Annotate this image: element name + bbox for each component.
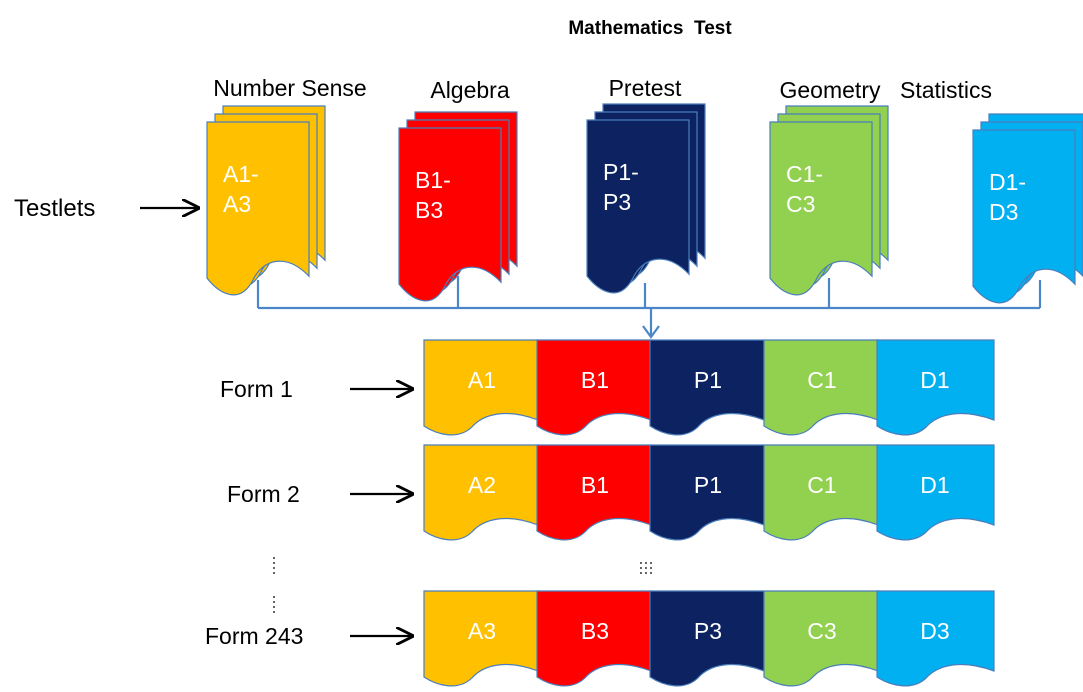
- connector-tree: [256, 276, 1042, 339]
- form-cell: [876, 339, 995, 436]
- form-cell: [763, 339, 879, 436]
- testlet-page: [972, 129, 1076, 304]
- category-algebra: Algebra: [430, 77, 509, 103]
- form-cell-label: B1: [581, 367, 609, 393]
- testlet-page: [586, 119, 690, 294]
- form-cell: [536, 339, 652, 436]
- form-cell-label: P1: [694, 472, 722, 498]
- form-cell-label: D3: [920, 618, 949, 644]
- form-cell-label: A2: [468, 472, 496, 498]
- form-cell-label: A3: [468, 618, 496, 644]
- form-cell: [876, 444, 995, 541]
- form-cell: [876, 590, 995, 687]
- form-label: Form 2: [227, 481, 300, 507]
- form-cell: [536, 444, 652, 541]
- form-cell: [649, 444, 765, 541]
- form-cell: [423, 339, 539, 436]
- form-cell-label: D1: [920, 472, 949, 498]
- form-cell: [536, 590, 652, 687]
- ellipsis-dots: [273, 557, 652, 613]
- category-geometry: Geometry: [780, 77, 881, 103]
- form-cell-label: P3: [694, 618, 722, 644]
- form-cell: [423, 590, 539, 687]
- form-cell-label: B3: [581, 618, 609, 644]
- testlet-label-line2: C3: [786, 191, 815, 217]
- form-cell-label: P1: [694, 367, 722, 393]
- diagram-title: Mathematics Test: [568, 18, 732, 39]
- form-cell: [423, 444, 539, 541]
- testlet-label-line1: A1-: [223, 161, 259, 187]
- form-cell: [763, 590, 879, 687]
- testlet-stack-a3: A1-A3: [206, 105, 326, 296]
- form-label: Form 1: [220, 376, 293, 402]
- testlet-label-line2: A3: [223, 191, 251, 217]
- testlet-stack-c3: C1-C3: [769, 105, 889, 296]
- form-cell-label: A1: [468, 367, 496, 393]
- testlet-label-line2: P3: [603, 189, 631, 215]
- testlet-page: [206, 121, 310, 296]
- form-row: Form 243 A3 B3 P3 C3 D3: [205, 590, 995, 687]
- testlet-label-line1: D1-: [989, 169, 1026, 195]
- form-row: Form 2 A2 B1 P1 C1 D1: [227, 444, 995, 541]
- form-cell-label: C1: [807, 367, 836, 393]
- form-cell: [763, 444, 879, 541]
- testlet-label-line2: B3: [415, 197, 443, 223]
- category-statistics: Statistics: [900, 77, 992, 103]
- testlet-page: [769, 121, 873, 296]
- testlet-label-line1: P1-: [603, 159, 639, 185]
- form-cell-label: B1: [581, 472, 609, 498]
- form-cell-label: C3: [807, 618, 836, 644]
- category-number-sense: Number Sense: [213, 75, 366, 101]
- testlet-page: [398, 127, 502, 302]
- testlet-stack-b3: B1-B3: [398, 111, 518, 302]
- form-cell: [649, 590, 765, 687]
- testlet-label-line1: B1-: [415, 167, 451, 193]
- form-label: Form 243: [205, 623, 303, 649]
- form-cell-label: C1: [807, 472, 836, 498]
- form-row: Form 1 A1 B1 P1 C1 D1: [220, 339, 995, 436]
- testlet-stack-p3: P1-P3: [586, 103, 706, 294]
- testlet-label-line1: C1-: [786, 161, 823, 187]
- testlet-stack-d3: D1-D3: [972, 113, 1083, 304]
- testlet-label-line2: D3: [989, 199, 1018, 225]
- form-cell-label: D1: [920, 367, 949, 393]
- form-cell: [649, 339, 765, 436]
- category-pretest: Pretest: [609, 75, 682, 101]
- testlets-label: Testlets: [14, 195, 95, 222]
